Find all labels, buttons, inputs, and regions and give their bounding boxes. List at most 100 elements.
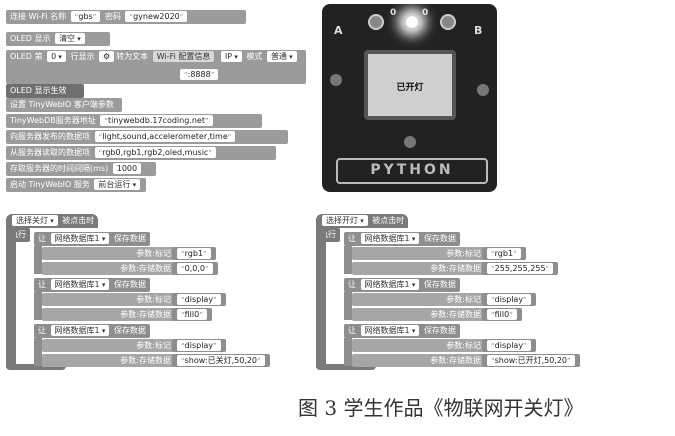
device-photo: A B 0 0 已开灯 PYTHON bbox=[322, 4, 497, 192]
tag-value-block[interactable]: “display” bbox=[482, 339, 536, 352]
data-param-label: 参数:存储数据 bbox=[42, 262, 174, 275]
save-data-call[interactable]: 让 网络数据库1 保存数据 bbox=[34, 232, 150, 246]
led-right-label: 0 bbox=[422, 8, 429, 18]
event-button-dropdown[interactable]: 选择开灯 bbox=[322, 215, 368, 226]
event-foot bbox=[316, 364, 376, 370]
event-arm bbox=[6, 228, 16, 368]
tag-value-block[interactable]: “rgb1” bbox=[482, 247, 526, 260]
row-label: 行显示 bbox=[70, 52, 95, 61]
data-field[interactable]: “show:已关灯,50,20” bbox=[177, 355, 265, 366]
data-field[interactable]: “fill0” bbox=[177, 309, 207, 320]
oled-line-block[interactable]: OLED 第 0 行显示 ⚙转为文本 Wi-Fi 配置信息 IP 模式 普通 “… bbox=[6, 50, 306, 84]
pwd-field[interactable]: “gynew2020” bbox=[125, 11, 188, 22]
start-service-block[interactable]: 启动 TinyWebIO 服务 前台运行 bbox=[6, 178, 146, 192]
convert-label: 转为文本 bbox=[116, 52, 149, 61]
interval-block[interactable]: 存取服务器的时间间隔(ms) 1000 bbox=[6, 162, 156, 176]
tag-field[interactable]: “rgb1” bbox=[177, 248, 211, 259]
led-center-icon bbox=[404, 14, 420, 30]
tag-field[interactable]: “display” bbox=[177, 294, 221, 305]
save-data-call[interactable]: 让 网络数据库1 保存数据 bbox=[344, 324, 460, 338]
data-field[interactable]: “show:已开灯,50,20” bbox=[487, 355, 575, 366]
let-label: 让 bbox=[38, 234, 46, 243]
python-logo: PYTHON bbox=[336, 158, 488, 184]
data-field[interactable]: “255,255,255” bbox=[487, 263, 554, 274]
let-label: 让 bbox=[348, 326, 356, 335]
db-object-dropdown[interactable]: 网络数据库1 bbox=[50, 279, 110, 290]
tag-value-block[interactable]: “display” bbox=[172, 293, 226, 306]
screen-text: 已开灯 bbox=[396, 83, 424, 93]
call-arm bbox=[34, 338, 42, 366]
db-object-dropdown[interactable]: 网络数据库1 bbox=[360, 233, 420, 244]
event-button-dropdown[interactable]: 选择关灯 bbox=[12, 215, 58, 226]
wifi-config-block[interactable]: Wi-Fi 配置信息 bbox=[152, 51, 215, 62]
line-dropdown[interactable]: 0 bbox=[47, 51, 66, 62]
mode-dropdown[interactable]: 普通 bbox=[266, 51, 297, 62]
oled-show-label: OLED 显示 bbox=[10, 34, 51, 43]
tag-value-block[interactable]: “display” bbox=[482, 293, 536, 306]
data-value-block[interactable]: “0,0,0” bbox=[172, 262, 218, 275]
event-hat[interactable]: 选择开灯 被点击时 bbox=[316, 214, 409, 228]
db-address-label: TinyWebDB服务器地址 bbox=[10, 116, 96, 125]
led-left-icon bbox=[368, 14, 384, 30]
tag-value-block[interactable]: “display” bbox=[172, 339, 226, 352]
tag-field[interactable]: “display” bbox=[487, 294, 531, 305]
mic-icon bbox=[330, 74, 342, 86]
call-arm bbox=[344, 246, 352, 274]
save-data-call[interactable]: 让 网络数据库1 保存数据 bbox=[344, 232, 460, 246]
publish-field[interactable]: “light,sound,accelerometer,time” bbox=[94, 131, 236, 142]
ssid-field[interactable]: “gbs” bbox=[70, 11, 101, 22]
event-hat[interactable]: 选择关灯 被点击时 bbox=[6, 214, 99, 228]
ip-dropdown[interactable]: IP bbox=[220, 51, 242, 62]
oled-show-dropdown[interactable]: 清空 bbox=[55, 33, 85, 44]
db-object-dropdown[interactable]: 网络数据库1 bbox=[360, 325, 420, 336]
tag-field[interactable]: “display” bbox=[487, 340, 531, 351]
oled-screen: 已开灯 bbox=[364, 50, 456, 120]
save-data-label: 保存数据 bbox=[423, 280, 456, 289]
mode-label: 模式 bbox=[246, 52, 263, 61]
data-value-block[interactable]: “show:已关灯,50,20” bbox=[172, 354, 270, 367]
save-data-label: 保存数据 bbox=[113, 280, 146, 289]
tag-param-label: 参数:标记 bbox=[42, 247, 174, 260]
db-address-field[interactable]: “tinywebdb.17coding.net” bbox=[100, 115, 213, 126]
data-value-block[interactable]: “255,255,255” bbox=[482, 262, 559, 275]
data-field[interactable]: “fill0” bbox=[487, 309, 517, 320]
data-field[interactable]: “0,0,0” bbox=[177, 263, 213, 274]
tag-field[interactable]: “display” bbox=[177, 340, 221, 351]
touch-pad-icon bbox=[404, 136, 416, 148]
db-object-dropdown[interactable]: 网络数据库1 bbox=[50, 325, 110, 336]
data-value-block[interactable]: “show:已开灯,50,20” bbox=[482, 354, 580, 367]
read-items-block[interactable]: 从服务器读取的数据项 “rgb0,rgb1,rgb2,oled,music” bbox=[6, 146, 276, 160]
tag-param-label: 参数:标记 bbox=[352, 339, 484, 352]
event-when-label: 被点击时 bbox=[372, 216, 405, 225]
interval-field[interactable]: 1000 bbox=[112, 163, 142, 174]
event-when-label: 被点击时 bbox=[62, 216, 95, 225]
data-param-label: 参数:存储数据 bbox=[352, 308, 484, 321]
port-field[interactable]: “:8888” bbox=[180, 69, 219, 80]
let-label: 让 bbox=[38, 280, 46, 289]
start-mode-dropdown[interactable]: 前台运行 bbox=[94, 179, 141, 190]
save-data-call[interactable]: 让 网络数据库1 保存数据 bbox=[344, 278, 460, 292]
save-data-label: 保存数据 bbox=[113, 326, 146, 335]
data-value-block[interactable]: “fill0” bbox=[482, 308, 522, 321]
save-data-call[interactable]: 让 网络数据库1 保存数据 bbox=[34, 278, 150, 292]
data-value-block[interactable]: “fill0” bbox=[172, 308, 212, 321]
publish-items-block[interactable]: 向服务器发布的数据项 “light,sound,accelerometer,ti… bbox=[6, 130, 288, 144]
led-left-label: 0 bbox=[390, 8, 397, 18]
db-address-block[interactable]: TinyWebDB服务器地址 “tinywebdb.17coding.net” bbox=[6, 114, 262, 128]
read-field[interactable]: “rgb0,rgb1,rgb2,oled,music” bbox=[94, 147, 216, 158]
tag-param-label: 参数:标记 bbox=[42, 293, 174, 306]
call-arm bbox=[34, 292, 42, 320]
tinywebio-params-block[interactable]: 设置 TinyWebIO 客户端参数 bbox=[6, 98, 122, 112]
oled-show-block[interactable]: OLED 显示 清空 bbox=[6, 32, 110, 46]
save-data-label: 保存数据 bbox=[113, 234, 146, 243]
data-param-label: 参数:存储数据 bbox=[352, 262, 484, 275]
db-object-dropdown[interactable]: 网络数据库1 bbox=[50, 233, 110, 244]
save-data-call[interactable]: 让 网络数据库1 保存数据 bbox=[34, 324, 150, 338]
wifi-connect-block[interactable]: 连接 Wi-Fi 名称 “gbs” 密码 “gynew2020” bbox=[6, 10, 246, 24]
db-object-dropdown[interactable]: 网络数据库1 bbox=[360, 279, 420, 290]
tag-field[interactable]: “rgb1” bbox=[487, 248, 521, 259]
oled-effect-block[interactable]: OLED 显示生效 bbox=[6, 84, 84, 98]
tag-value-block[interactable]: “rgb1” bbox=[172, 247, 216, 260]
